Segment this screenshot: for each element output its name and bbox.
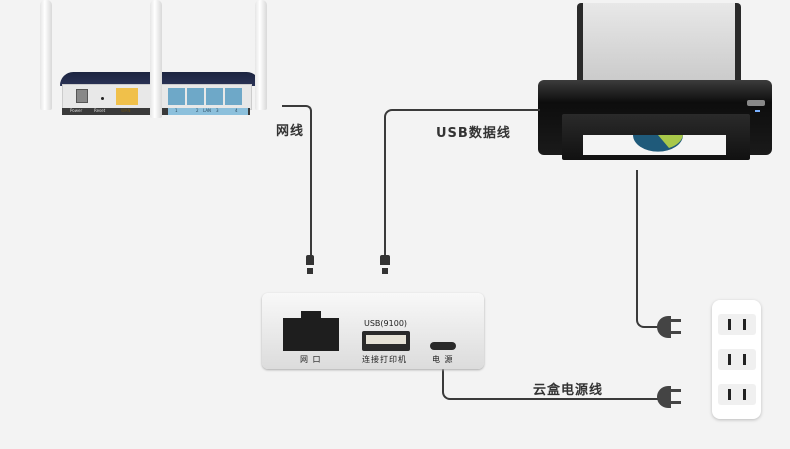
pie-chart-icon (633, 135, 683, 152)
router-port-label: WAN (121, 108, 131, 113)
box-plug-icon (657, 386, 671, 408)
plug-prong-icon (671, 401, 681, 404)
usb-port-label: 连接打印机 (362, 355, 407, 364)
usb-connector-tip-icon (382, 268, 388, 274)
router-port-label: 1 (175, 108, 178, 113)
socket-pin-icon (728, 319, 731, 330)
printer-power-button (747, 100, 765, 106)
socket-pin-icon (728, 389, 731, 400)
lan-port-icon (206, 88, 223, 105)
power-port-icon (76, 89, 88, 103)
usb-cable-line (384, 109, 540, 257)
power-port-icon (430, 342, 456, 350)
lan-port-icon (168, 88, 185, 105)
router-port-label: LAN (203, 108, 212, 113)
box-power-cable-label: 云盒电源线 (533, 383, 604, 398)
network-cable-line (282, 105, 312, 257)
lan-port-label: 网 口 (300, 355, 322, 364)
rj45-connector-tip-icon (307, 268, 313, 274)
usb-port-title: USB(9100) (364, 319, 408, 328)
printer-plug-icon (657, 316, 671, 338)
router-port-label: Reset (94, 108, 106, 113)
network-cable-label: 网线 (276, 124, 305, 139)
router-port-label: 2 (196, 108, 199, 113)
lan-port-icon (187, 88, 204, 105)
router-antenna (150, 0, 162, 118)
lan-label-strip (168, 108, 248, 115)
router-antenna (255, 0, 267, 110)
router-antenna (40, 0, 52, 110)
lan-port-icon (301, 311, 321, 319)
router-port-label: Power (70, 108, 83, 113)
usb-port-inner-icon (366, 335, 406, 344)
power-port-label: 电 源 (432, 355, 454, 364)
printer-led-icon (755, 110, 760, 112)
printer-power-cable-line (636, 170, 662, 328)
printer-paper-tray (577, 3, 741, 88)
printed-page (583, 135, 726, 155)
socket-pin-icon (743, 354, 746, 365)
plug-prong-icon (671, 389, 681, 392)
socket-pin-icon (743, 389, 746, 400)
socket-icon (718, 349, 756, 370)
router-port-label: 3 (216, 108, 219, 113)
usb-cable-label: USB数据线 (436, 126, 511, 141)
socket-icon (718, 314, 756, 335)
lan-port-icon (283, 318, 339, 351)
box-power-cable-line (442, 368, 664, 400)
lan-port-icon (225, 88, 242, 105)
reset-button-icon (101, 97, 104, 100)
socket-pin-icon (728, 354, 731, 365)
socket-pin-icon (743, 319, 746, 330)
usb-connector-icon (380, 255, 390, 265)
wan-port-icon (116, 88, 138, 105)
socket-icon (718, 384, 756, 405)
plug-prong-icon (671, 331, 681, 334)
router-port-label: 4 (235, 108, 238, 113)
rj45-connector-icon (306, 255, 314, 265)
plug-prong-icon (671, 319, 681, 322)
